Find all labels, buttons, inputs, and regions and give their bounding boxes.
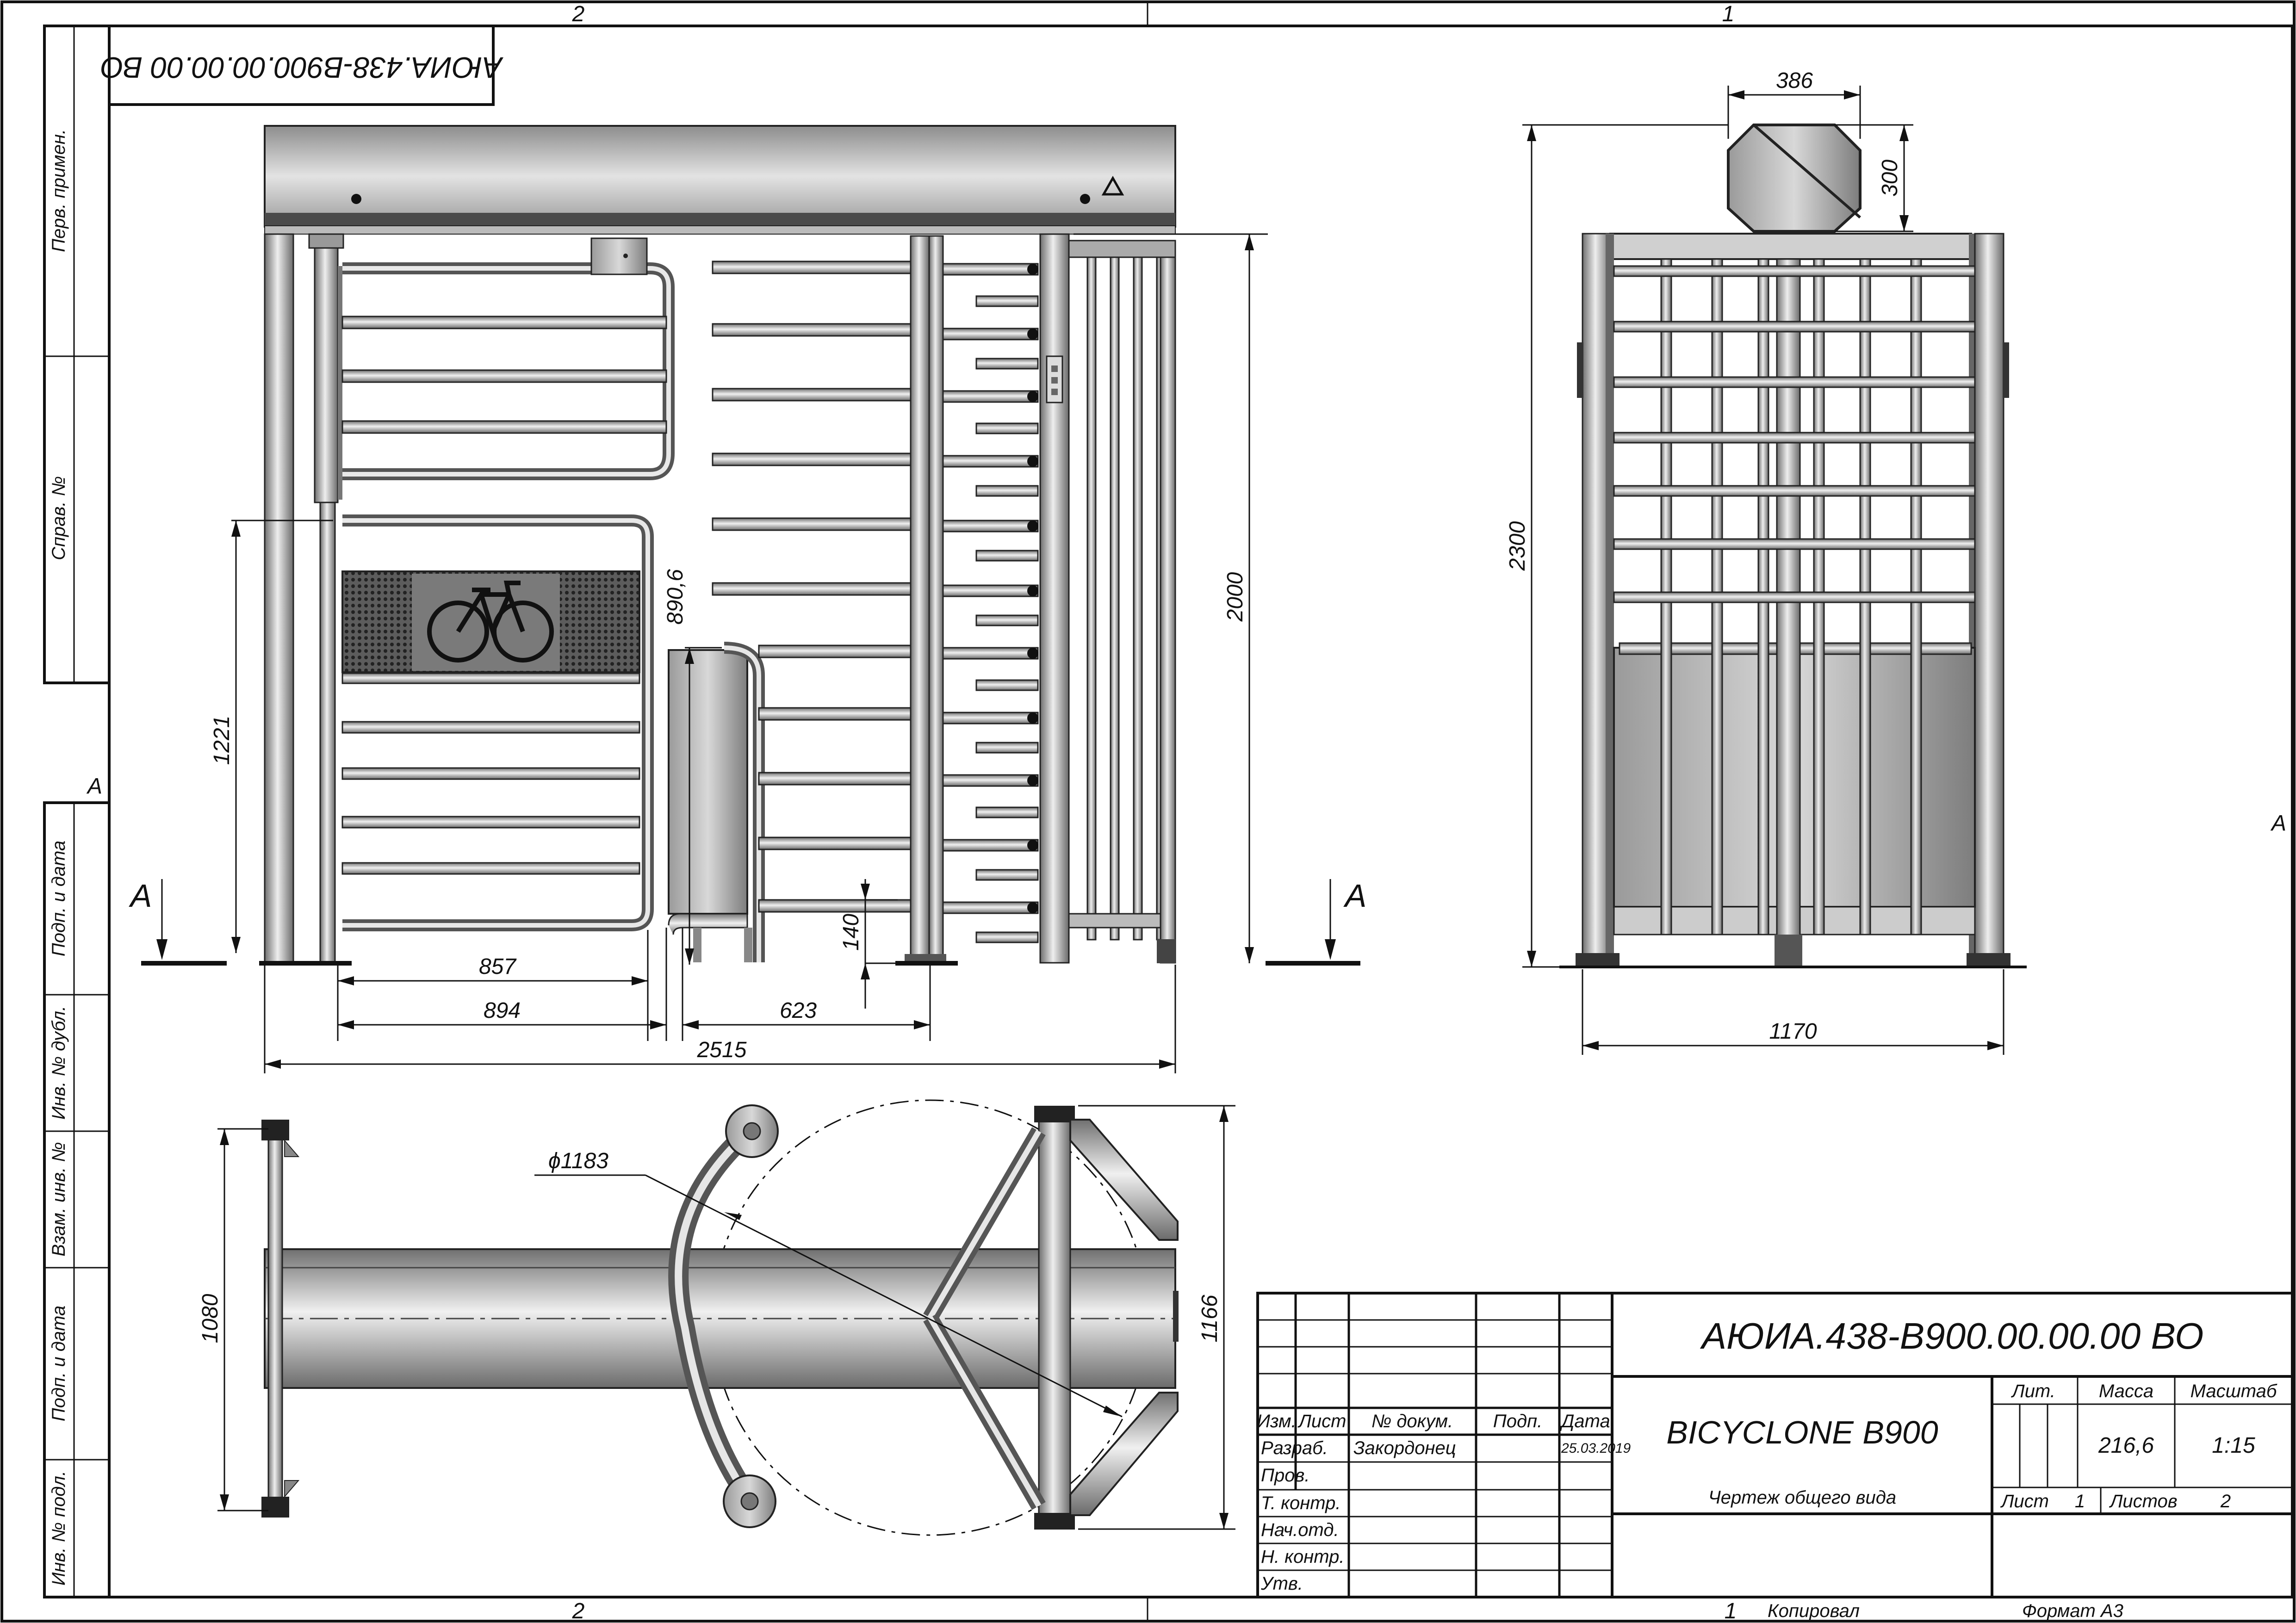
sheets-value: 2	[2220, 1491, 2231, 1511]
masshtab-label: Масштаб	[2191, 1381, 2277, 1401]
massa-value: 216,6	[2098, 1433, 2154, 1458]
title-doc-code: АЮИА.438-В900.00.00.00 ВО	[1700, 1315, 2204, 1357]
zone-label-side-right: A	[2270, 811, 2286, 836]
side-stamp-inv-dubl: Инв. № дубл.	[49, 1006, 69, 1120]
dim-857: 857	[479, 954, 517, 979]
row-nkontr: Н. контр.	[1261, 1547, 1345, 1567]
col-data: Дата	[1559, 1411, 1610, 1431]
col-podp: Подп.	[1493, 1411, 1542, 1431]
dim-diameter-1183: ϕ1183	[548, 1149, 608, 1173]
title-doc-type: Чертеж общего вида	[1708, 1487, 1896, 1508]
roof-canopy	[264, 125, 1176, 228]
dim-1221: 1221	[210, 716, 234, 765]
dim-623: 623	[780, 998, 817, 1023]
zone-label-bottom-left: 2	[572, 1599, 585, 1623]
dim-2515: 2515	[697, 1038, 747, 1062]
dim-300: 300	[1878, 160, 1902, 197]
lit-label: Лит.	[2011, 1381, 2055, 1401]
side-stamp-podp-data-2: Подп. и дата	[49, 1306, 69, 1421]
zone-label-top-left: 2	[572, 2, 585, 26]
row-razrab: Разраб.	[1261, 1438, 1328, 1458]
side-view-dimensions	[1522, 86, 2004, 1055]
massa-label: Масса	[2099, 1381, 2153, 1401]
side-stamp-perv-primen: Перв. примен.	[49, 129, 69, 252]
title-block	[1256, 1292, 2294, 1598]
row-tkontr: Т. контр.	[1261, 1493, 1340, 1513]
title-product-name: BICYCLONE B900	[1666, 1414, 1938, 1450]
col-izm: Изм.	[1257, 1411, 1296, 1431]
dim-1080: 1080	[198, 1294, 223, 1343]
dim-890-6: 890,6	[663, 569, 688, 625]
zone-label-side-left: A	[86, 774, 102, 799]
rotated-code-box	[108, 25, 495, 106]
footer-format: Формат А3	[2022, 1601, 2123, 1621]
side-stamp-podp-data-1: Подп. и дата	[49, 841, 69, 956]
razrab-date: 25.03.2019	[1561, 1441, 1631, 1456]
zone-label-bottom-right: 1	[1725, 1599, 1737, 1623]
side-roof-profile	[1727, 124, 1862, 233]
section-label-right: А	[1343, 878, 1367, 914]
roof-marker-dot	[351, 194, 361, 204]
col-dokum: № докум.	[1371, 1411, 1453, 1431]
side-stamp-sprav-no: Справ. №	[49, 476, 69, 560]
dim-140: 140	[839, 914, 863, 951]
sheet-value: 1	[2075, 1491, 2085, 1511]
sheets-label: Листов	[2109, 1491, 2178, 1511]
dim-386: 386	[1776, 68, 1813, 93]
plan-view	[261, 1099, 1179, 1536]
rotated-code: АЮИА.438-В900.00.00.00 ВО	[100, 51, 504, 84]
dim-2300: 2300	[1505, 521, 1530, 571]
footer-kopiroval: Копировал	[1768, 1601, 1860, 1621]
bicycle-icon	[427, 581, 554, 663]
front-view-dimensions	[231, 233, 1268, 1073]
dim-1170: 1170	[1769, 1019, 1817, 1044]
section-arrow-right	[1266, 879, 1360, 966]
dim-894: 894	[484, 998, 521, 1023]
row-nachotd: Нач.отд.	[1261, 1520, 1339, 1540]
sheet-label: Лист	[2000, 1491, 2049, 1511]
side-stamp-vzam-inv: Взам. инв. №	[49, 1142, 69, 1256]
section-arrow-left	[141, 879, 227, 966]
row-utv: Утв.	[1260, 1573, 1303, 1594]
warning-icon	[1101, 175, 1124, 196]
razrab-name: Закордонец	[1353, 1438, 1456, 1458]
front-view	[259, 125, 1176, 966]
side-stamp	[43, 25, 111, 1598]
plan-view-dimensions	[217, 1105, 1235, 1530]
row-prov: Пров.	[1261, 1465, 1309, 1486]
side-view	[1559, 124, 2027, 968]
col-list: Лист	[1297, 1411, 1347, 1431]
dim-2000: 2000	[1223, 572, 1247, 622]
section-label-left: А	[129, 878, 152, 914]
dim-1166: 1166	[1198, 1295, 1222, 1343]
masshtab-value: 1:15	[2212, 1433, 2255, 1458]
side-stamp-inv-podl: Инв. № подл.	[49, 1471, 69, 1586]
zone-label-top-right: 1	[1722, 2, 1735, 26]
